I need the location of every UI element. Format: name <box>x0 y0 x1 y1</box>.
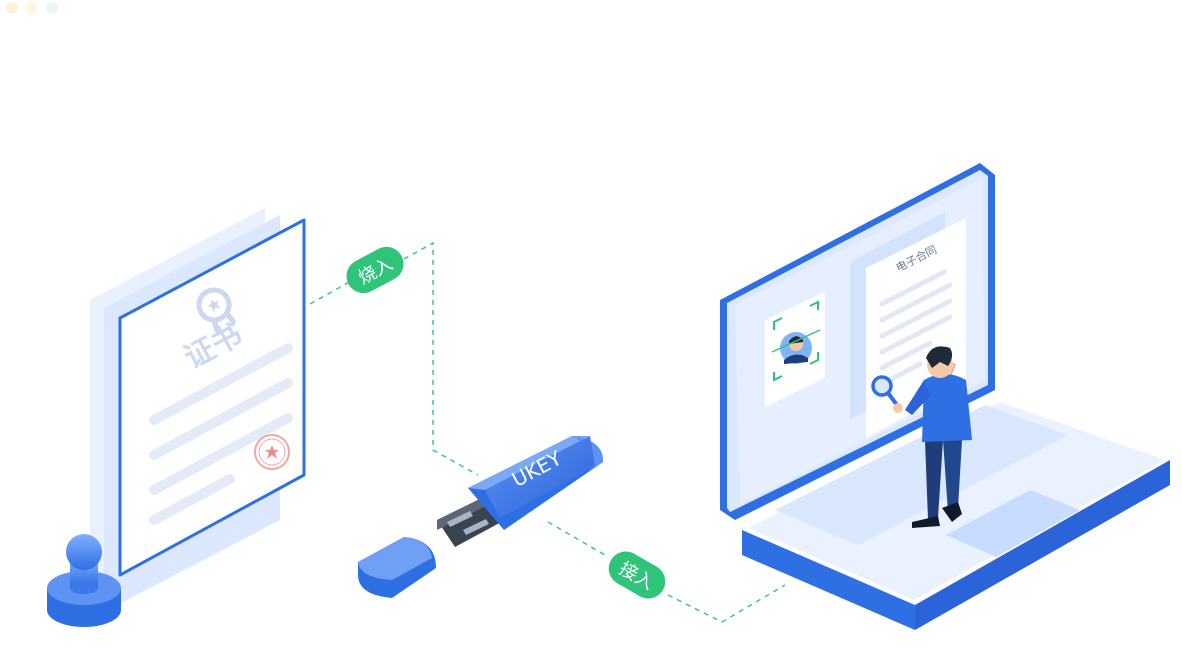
seal-icon <box>254 434 290 470</box>
person-inspector <box>871 346 972 528</box>
window-dot-2 <box>26 2 38 14</box>
contract-text-lines <box>879 269 953 387</box>
usb-cap <box>358 537 436 598</box>
face-scan-icon <box>773 300 819 382</box>
magnifier-icon <box>871 375 903 413</box>
usb-ukey: UKEY <box>358 436 604 598</box>
window-dot-3 <box>46 2 58 14</box>
connect-badge: 接入 <box>608 551 666 599</box>
window-dot-1 <box>6 2 18 14</box>
stamp-icon <box>47 534 121 627</box>
burn-badge: 烧入 <box>346 246 404 294</box>
award-icon <box>196 287 236 334</box>
window-dots <box>6 2 58 14</box>
certificate: 证书 <box>90 208 306 612</box>
flow-connector <box>309 241 786 623</box>
certificate-text-lines <box>149 343 293 525</box>
face-recognition-card <box>765 292 825 407</box>
